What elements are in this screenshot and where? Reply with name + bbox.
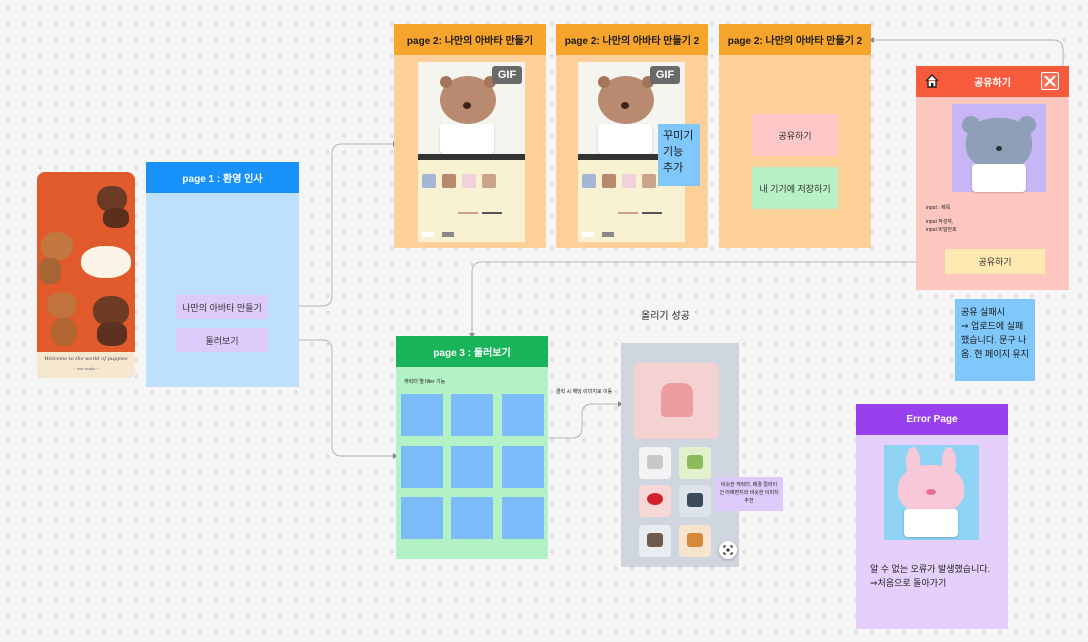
page2-title: page 2: 나만의 아바타 만들기	[394, 24, 546, 55]
close-icon[interactable]	[1041, 72, 1059, 90]
error-page-title: Error Page	[856, 404, 1008, 435]
splash-subcaption: ~ one studio ~	[73, 366, 99, 371]
gif-badge[interactable]: GIF	[650, 66, 680, 84]
page2b-title: page 2: 나만의 아바타 만들기 2	[556, 24, 708, 55]
splash-screen: Welcome to the world of puppies ~ one st…	[37, 172, 135, 378]
page2-avatar-frame: page 2: 나만의 아바타 만들기 GIF	[394, 24, 546, 248]
avatar-editor-screen: GIF	[418, 62, 525, 242]
gallery-tile[interactable]	[451, 446, 493, 488]
page2-share-frame: page 2: 나만의 아바타 만들기 2 공유하기 내 기기에 저장하기	[719, 24, 871, 248]
make-avatar-button[interactable]: 나만의 아바타 만들기	[176, 295, 268, 319]
gallery-tile[interactable]	[502, 394, 544, 436]
error-page-frame: Error Page 알 수 없는 오류가 발생했습니다. ⇒처음으로 돌아가기	[856, 404, 1008, 629]
gallery-tile[interactable]	[401, 497, 443, 539]
gallery-tile[interactable]	[401, 446, 443, 488]
home-icon[interactable]	[924, 73, 940, 89]
gallery-tile[interactable]	[502, 446, 544, 488]
bunny-avatar	[884, 445, 979, 540]
click-note: 클릭 시 해당 이미지로 이동	[556, 389, 613, 395]
gallery-tile[interactable]	[502, 497, 544, 539]
page3-title: page 3 : 둘러보기	[396, 336, 548, 367]
share-fail-sticky-note: 공유 실패시 ⇒ 업로드에 실패했습니다. 문구 나옴. 현 페이지 유지	[955, 299, 1035, 381]
back-to-start-link[interactable]: ⇒처음으로 돌아가기	[870, 578, 947, 588]
chair-image	[661, 383, 693, 417]
avatar-preview	[952, 104, 1046, 192]
avatar-editor-screen: GIF	[578, 62, 685, 242]
filter-label: 캐릭터 별 filter 기능	[404, 379, 446, 385]
recommend-sticky-note: 비슷한 캐릭터, 배경 컬러이건 어쩌면지와 비슷한 이미지 추천	[715, 477, 783, 511]
puppy-illustration	[37, 172, 135, 352]
scan-icon[interactable]	[719, 541, 737, 559]
input-author-label: input 작성자,	[926, 219, 954, 225]
gif-badge[interactable]: GIF	[492, 66, 522, 84]
page1-title: page 1 : 환영 인사	[146, 162, 299, 193]
share-button[interactable]: 공유하기	[752, 114, 838, 156]
page2-decorate-frame: page 2: 나만의 아바타 만들기 2 GIF 꾸미기 기능 추가	[556, 24, 708, 248]
share-page-frame: 공유하기 input : 제목 input 작성자, input 비밀번호 공유…	[916, 66, 1069, 290]
upload-success-title: 올리기 성공	[641, 311, 690, 322]
save-to-device-button[interactable]: 내 기기에 저장하기	[752, 167, 838, 209]
input-password-label: input 비밀번호	[926, 227, 957, 233]
share-submit-button[interactable]: 공유하기	[945, 249, 1045, 274]
page3-frame: page 3 : 둘러보기 캐릭터 별 filter 기능	[396, 336, 548, 559]
decorate-sticky-note: 꾸미기 기능 추가	[658, 124, 700, 186]
upload-success-screen	[621, 343, 739, 567]
gallery-tile[interactable]	[401, 394, 443, 436]
gallery-tile[interactable]	[451, 497, 493, 539]
error-message: 알 수 없는 오류가 발생했습니다.	[870, 564, 991, 574]
browse-button[interactable]: 둘러보기	[176, 328, 268, 352]
input-title-label: input : 제목	[926, 205, 951, 211]
page1-frame: page 1 : 환영 인사 나만의 아바타 만들기 둘러보기	[146, 162, 299, 387]
splash-caption: Welcome to the world of puppies	[44, 356, 128, 362]
page2c-title: page 2: 나만의 아바타 만들기 2	[719, 24, 871, 55]
gallery-tile[interactable]	[451, 394, 493, 436]
